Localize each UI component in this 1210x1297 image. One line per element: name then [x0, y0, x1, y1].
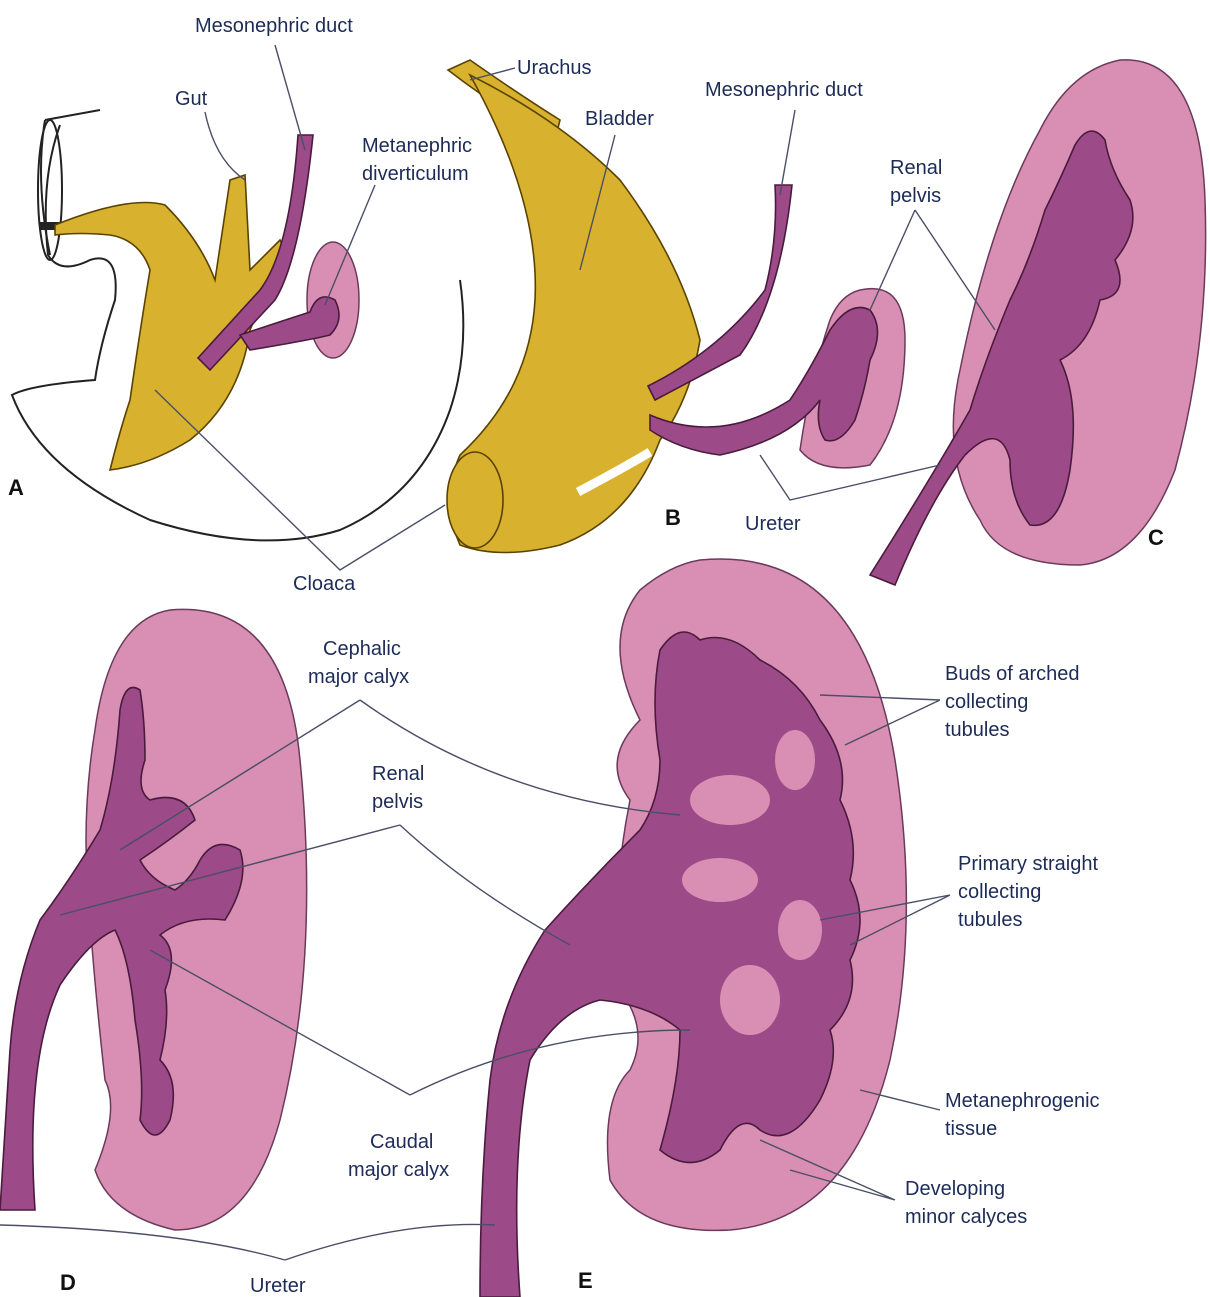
- leader-mesonephric-b: [780, 110, 795, 195]
- label-primary-line3: tubules: [958, 909, 1023, 931]
- label-metanephric-line2: diverticulum: [362, 163, 469, 185]
- label-primary-line2: collecting: [958, 881, 1041, 903]
- panel-letter-c: C: [1148, 525, 1164, 550]
- label-developing-line1: Developing: [905, 1178, 1005, 1200]
- label-urachus: Urachus: [517, 57, 591, 79]
- panel-letter-b: B: [665, 505, 681, 530]
- label-ureter-d: Ureter: [250, 1275, 306, 1297]
- label-mesonephric-duct-a: Mesonephric duct: [195, 15, 353, 37]
- label-buds-line3: tubules: [945, 719, 1010, 741]
- label-metanephrogenic-line2: tissue: [945, 1118, 997, 1140]
- panel-c-illustration: [870, 60, 1206, 585]
- label-ureter-b: Ureter: [745, 513, 801, 535]
- label-caudal-line1: Caudal: [370, 1131, 433, 1153]
- label-metanephrogenic-line1: Metanephrogenic: [945, 1090, 1100, 1112]
- label-buds-line1: Buds of arched: [945, 663, 1080, 685]
- leader-mesonephric-a: [275, 45, 305, 150]
- label-buds-line2: collecting: [945, 691, 1028, 713]
- panel-letter-a: A: [8, 475, 24, 500]
- kidney-e-gap-1: [690, 775, 770, 825]
- label-developing-line2: minor calyces: [905, 1206, 1027, 1228]
- leader-gut: [205, 112, 245, 180]
- label-cephalic-line1: Cephalic: [323, 638, 401, 660]
- label-bladder: Bladder: [585, 108, 654, 130]
- panel-letter-d: D: [60, 1270, 76, 1295]
- label-metanephric-line1: Metanephric: [362, 135, 472, 157]
- label-renal-pelvis-c-line2: pelvis: [890, 185, 941, 207]
- leader-ureter-d: [0, 1224, 495, 1260]
- label-renal-pelvis-d-line1: Renal: [372, 763, 424, 785]
- kidney-e-gap-4: [775, 730, 815, 790]
- panel-d-illustration: [0, 609, 307, 1230]
- label-primary-line1: Primary straight: [958, 853, 1098, 875]
- label-mesonephric-duct-b: Mesonephric duct: [705, 79, 863, 101]
- panel-letter-e: E: [578, 1268, 593, 1293]
- kidney-e-gap-5: [778, 900, 822, 960]
- cloaca-opening-b: [447, 452, 503, 548]
- kidney-e-gap-2: [682, 858, 758, 902]
- label-renal-pelvis-d-line2: pelvis: [372, 791, 423, 813]
- panel-b-illustration: [447, 60, 905, 553]
- label-renal-pelvis-c-line1: Renal: [890, 157, 942, 179]
- label-gut: Gut: [175, 88, 208, 110]
- label-cephalic-line2: major calyx: [308, 666, 409, 688]
- kidney-e-gap-3: [720, 965, 780, 1035]
- label-caudal-line2: major calyx: [348, 1159, 449, 1181]
- label-cloaca: Cloaca: [293, 573, 356, 595]
- panel-e-illustration: [480, 559, 906, 1297]
